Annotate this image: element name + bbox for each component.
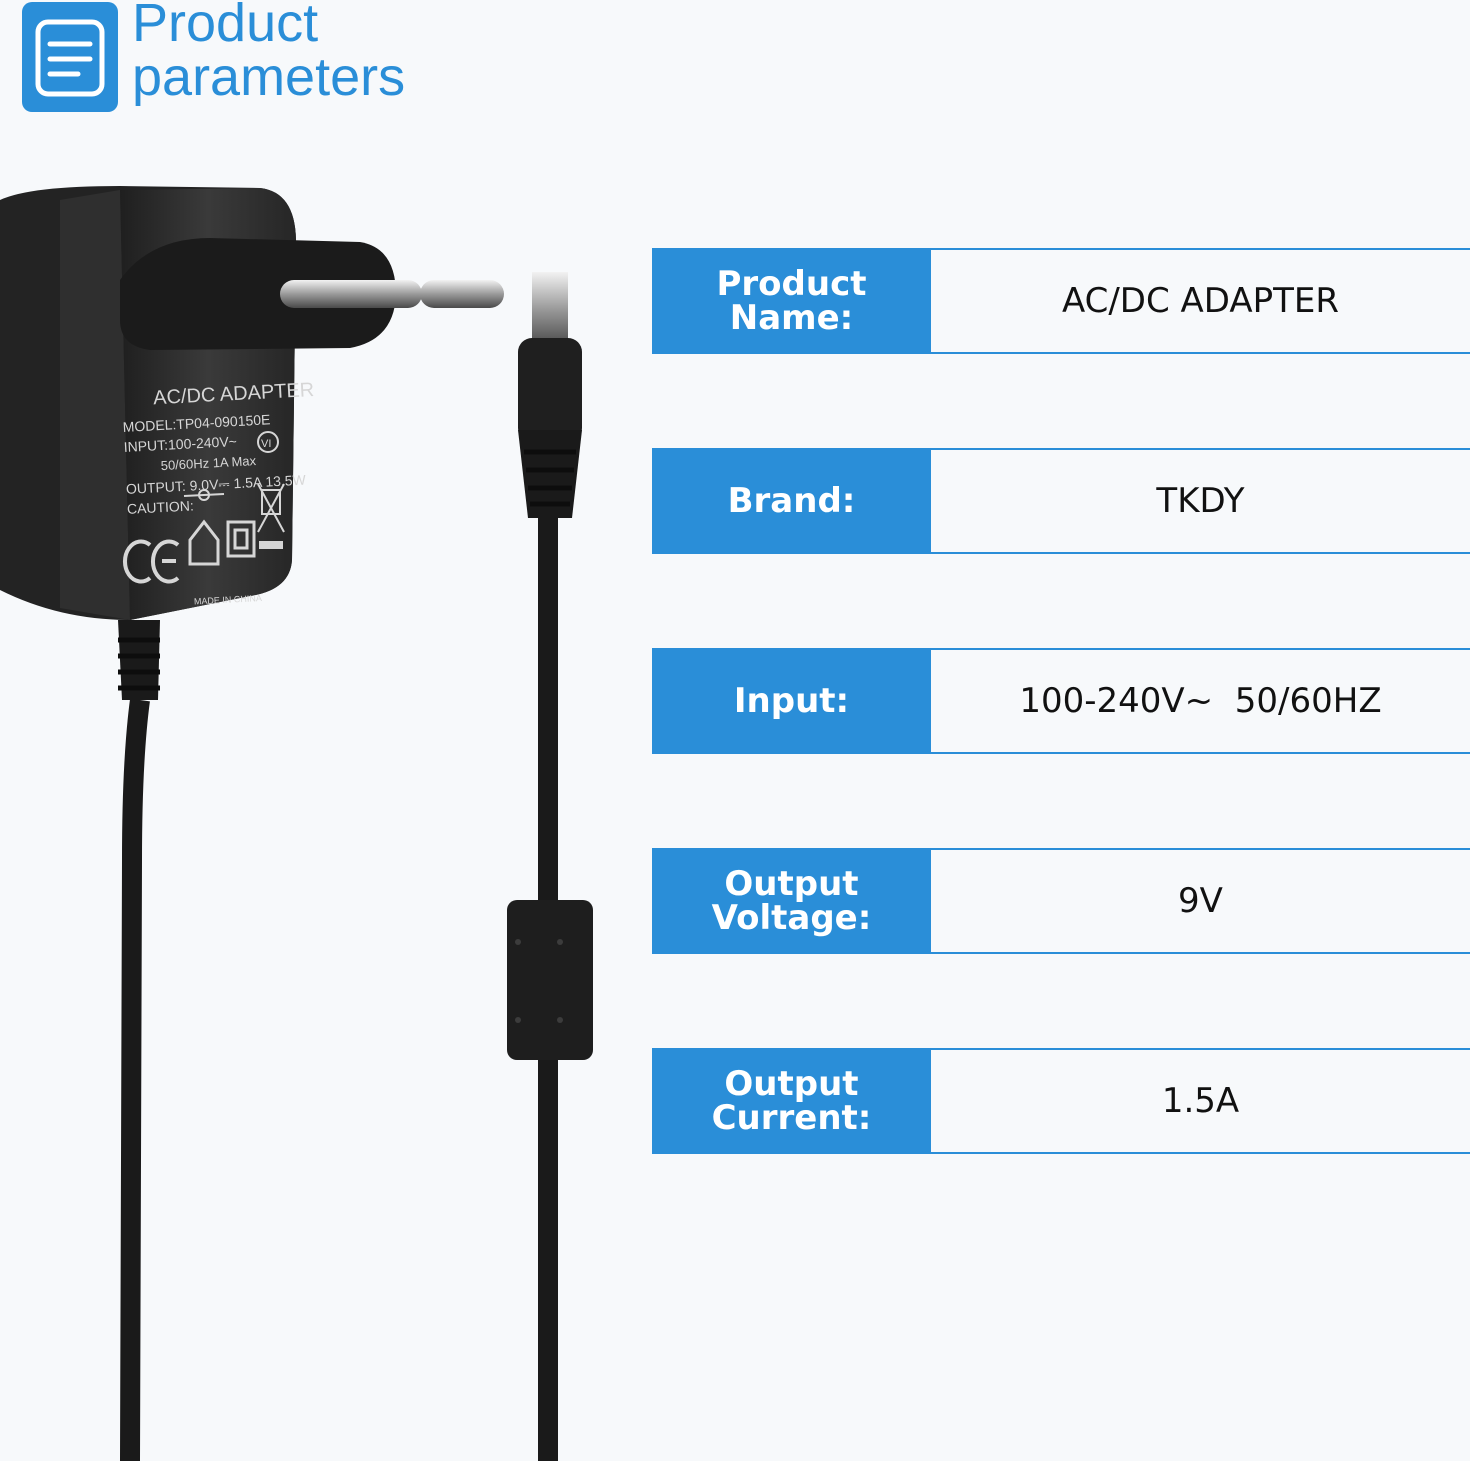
spec-row-input: Input: 100-240V~ 50/60HZ	[652, 648, 1470, 754]
spec-row-brand: Brand: TKDY	[652, 448, 1470, 554]
vi-mark-icon: VI	[257, 431, 279, 453]
label-freq: 50/60Hz 1A Max	[160, 453, 257, 473]
page-title-line2: parameters	[132, 47, 406, 107]
document-list-icon	[22, 2, 118, 112]
spec-label: Brand:	[652, 448, 931, 554]
page-title: Product parameters	[132, 0, 532, 104]
weee-bin-icon	[257, 483, 285, 549]
spec-value: 100-240V~ 50/60HZ	[931, 648, 1470, 754]
indoor-use-icon	[188, 519, 220, 566]
spec-value: AC/DC ADAPTER	[931, 248, 1470, 354]
label-made-in: MADE IN CHINA	[194, 593, 262, 607]
spec-row-product-name: Product Name: AC/DC ADAPTER	[652, 248, 1470, 354]
label-caution: CAUTION:	[127, 497, 195, 516]
ce-mark-icon	[122, 539, 180, 584]
plug-pins	[280, 280, 504, 308]
spec-label: Output Voltage:	[652, 848, 931, 954]
polarity-icon	[183, 489, 225, 501]
page-title-line1: Product	[132, 0, 319, 53]
spec-row-output-voltage: Output Voltage: 9V	[652, 848, 1470, 954]
label-model: MODEL:TP04-090150E	[122, 411, 270, 435]
strain-relief	[118, 620, 160, 700]
double-insulation-icon	[226, 520, 256, 558]
spec-row-output-current: Output Current: 1.5A	[652, 1048, 1470, 1154]
spec-label: Product Name:	[652, 248, 931, 354]
ferrite-core	[507, 900, 593, 1060]
spec-label: Output Current:	[652, 1048, 931, 1154]
spec-value: 1.5A	[931, 1048, 1470, 1154]
spec-value: TKDY	[931, 448, 1470, 554]
plug-housing	[120, 238, 396, 350]
label-input: INPUT:100-240V~	[123, 433, 237, 455]
spec-value: 9V	[931, 848, 1470, 954]
svg-text:VI: VI	[261, 438, 271, 450]
adapter-illustration: AC/DC ADAPTER MODEL:TP04-090150E INPUT:1…	[0, 186, 593, 1461]
dc-connector	[518, 272, 582, 518]
power-cable	[120, 512, 558, 1461]
spec-label: Input:	[652, 648, 931, 754]
